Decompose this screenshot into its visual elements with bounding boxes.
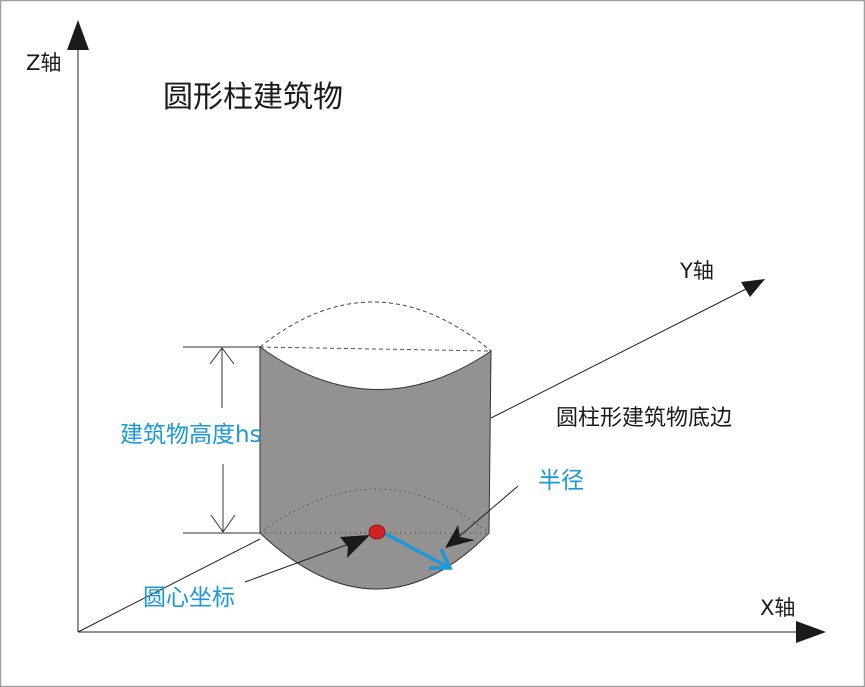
x-axis-label: X轴 — [760, 596, 795, 620]
z-axis-label: Z轴 — [26, 51, 61, 75]
y-axis-line-far — [490, 287, 749, 419]
radius-label: 半径 — [538, 468, 584, 494]
y-axis-line — [77, 538, 261, 633]
center-leader-line — [244, 539, 361, 583]
height-arrowhead-up — [209, 347, 235, 365]
base-label: 圆柱形建筑物底边 — [556, 406, 732, 431]
center-label: 圆心坐标 — [143, 585, 235, 611]
diagram-title: 圆形柱建筑物 — [163, 80, 343, 115]
radius-leader-arrowhead — [445, 525, 475, 548]
height-label: 建筑物高度hs — [120, 422, 262, 448]
cylinder-body — [259, 346, 492, 590]
center-point — [368, 524, 386, 540]
y-axis-label: Y轴 — [679, 259, 714, 283]
radius-leader-line — [454, 485, 519, 541]
z-axis-arrowhead — [67, 20, 89, 50]
cylinder-base-back-arc — [259, 488, 490, 534]
center-leader-arrowhead — [340, 535, 370, 558]
cylinder-top-back-arc — [259, 301, 492, 352]
y-axis-arrowhead — [741, 279, 765, 297]
height-arrowhead-down — [210, 514, 236, 533]
radius-arrow — [383, 531, 449, 569]
cylinder-top-chord — [259, 346, 492, 352]
x-axis-arrowhead — [796, 621, 826, 643]
radius-arrowhead — [429, 548, 453, 570]
